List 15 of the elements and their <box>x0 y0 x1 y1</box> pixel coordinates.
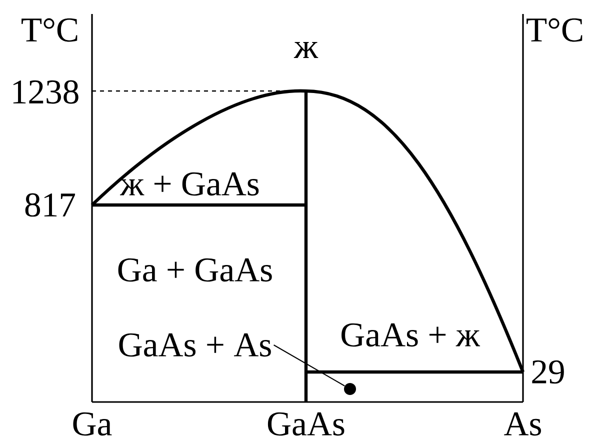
region-label: ж + GaAs <box>120 172 259 196</box>
tick-label: 29 <box>532 360 564 384</box>
tick-label: 1238 <box>13 80 78 104</box>
tick-label: 817 <box>25 193 75 217</box>
axis-label: As <box>504 412 541 436</box>
axis-label: T°C <box>22 18 78 42</box>
axis-label: T°C <box>526 18 582 42</box>
axis-label: GaAs <box>268 412 344 436</box>
leader-line <box>274 344 345 386</box>
region-label: GaAs + ж <box>342 323 480 347</box>
axis-label: Ga <box>73 412 112 436</box>
region-label: Ga + GaAs <box>118 258 272 282</box>
region-label: GaAs + As <box>119 333 271 357</box>
phase-label: ж <box>294 42 318 58</box>
dot-marker <box>344 383 356 395</box>
